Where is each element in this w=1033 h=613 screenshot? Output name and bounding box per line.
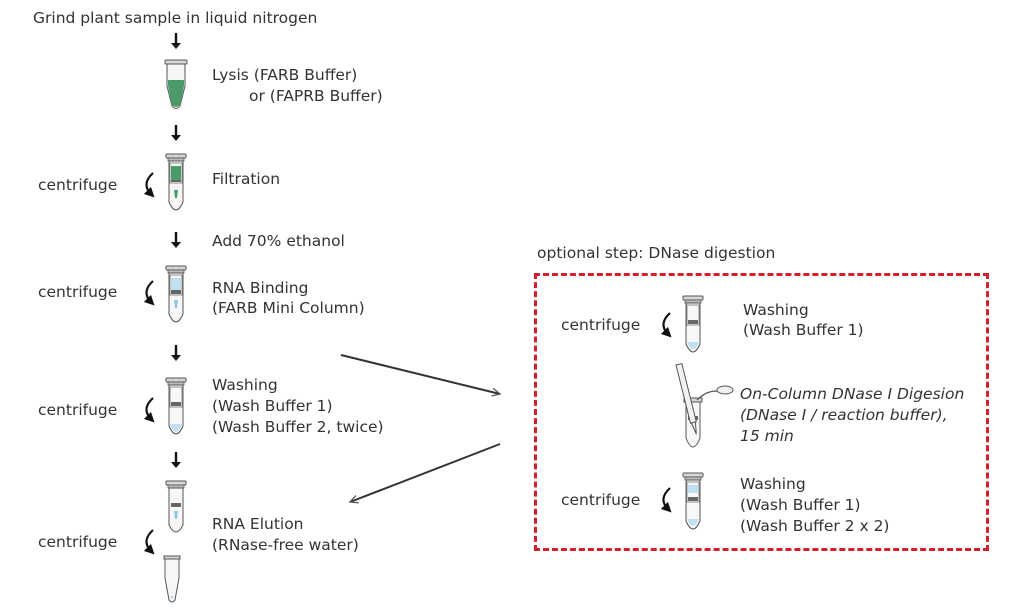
optional-step-title: optional step: DNase digestion	[537, 244, 776, 262]
elution-sub-label: (RNase-free water)	[212, 536, 359, 554]
lysis-tube-icon	[164, 59, 188, 109]
down-arrow-icon	[171, 452, 181, 468]
optional-washing2-buffer2-label: (Wash Buffer 2 x 2)	[740, 517, 890, 535]
binding-sub-label: (FARB Mini Column)	[212, 299, 365, 317]
microtube-icon	[163, 555, 181, 603]
add-ethanol-label: Add 70% ethanol	[212, 232, 345, 250]
lysis-label: Lysis (FARB Buffer)	[212, 66, 358, 84]
spin-column-icon	[682, 295, 704, 353]
optional-washing-buffer-label: (Wash Buffer 1)	[743, 321, 864, 339]
spin-column-icon	[165, 265, 187, 323]
binding-label: RNA Binding	[212, 279, 309, 297]
centrifuge-arrow-icon	[663, 313, 670, 334]
dnase-digestion-label: On-Column DNase I Digesion	[740, 385, 965, 403]
centrifuge-arrow-icon	[663, 488, 670, 509]
down-arrow-icon	[171, 33, 181, 49]
optional-centrifuge-label-1: centrifuge	[561, 316, 641, 334]
centrifuge-label-binding: centrifuge	[38, 283, 118, 301]
centrifuge-arrow-icon	[146, 398, 153, 419]
centrifuge-arrow-icon	[146, 530, 153, 551]
optional-washing-label: Washing	[743, 301, 809, 319]
optional-washing2-label: Washing	[740, 475, 806, 493]
centrifuge-arrow-icon	[146, 173, 153, 194]
washing-buffer1-label: (Wash Buffer 1)	[212, 397, 333, 415]
from-optional-arrow	[350, 443, 501, 502]
centrifuge-label-washing: centrifuge	[38, 401, 118, 419]
filtration-label: Filtration	[212, 170, 281, 188]
start-step-label: Grind plant sample in liquid nitrogen	[33, 9, 318, 27]
washing-label: Washing	[212, 376, 278, 394]
centrifuge-arrow-icon	[146, 281, 153, 302]
lysis-alt-label: or (FAPRB Buffer)	[249, 87, 383, 105]
dnase-reagent-label: (DNase I / reaction buffer),	[740, 406, 948, 424]
dnase-time-label: 15 min	[740, 427, 794, 445]
spin-column-icon	[165, 377, 187, 435]
washing-buffer2-label: (Wash Buffer 2, twice)	[212, 418, 384, 436]
spin-column-icon	[165, 153, 187, 211]
pipette-icon	[675, 362, 697, 435]
elution-label: RNA Elution	[212, 515, 304, 533]
down-arrow-icon	[171, 345, 181, 361]
optional-washing2-buffer1-label: (Wash Buffer 1)	[740, 496, 861, 514]
optional-centrifuge-label-2: centrifuge	[561, 491, 641, 509]
centrifuge-label-filtration: centrifuge	[38, 176, 118, 194]
down-arrow-icon	[171, 125, 181, 141]
optional-step-box	[534, 273, 989, 551]
centrifuge-label-elution: centrifuge	[38, 533, 118, 551]
to-optional-arrow	[340, 354, 500, 394]
spin-column-icon	[682, 472, 704, 530]
down-arrow-icon	[171, 232, 181, 248]
spin-column-icon	[165, 480, 187, 533]
